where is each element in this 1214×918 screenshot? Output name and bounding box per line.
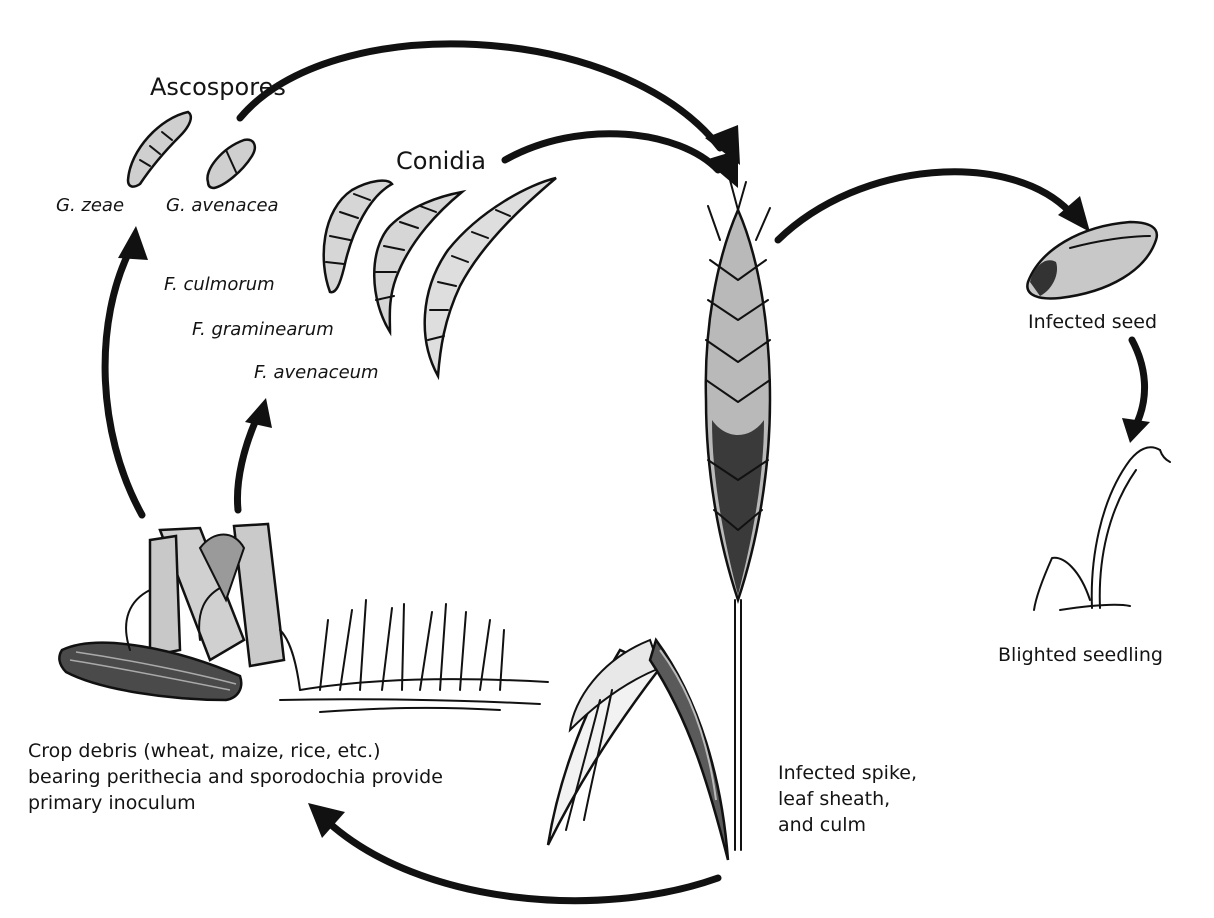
ascospore-g-zeae	[128, 112, 191, 187]
arrow-seed-to-seedling	[1122, 340, 1150, 443]
arrow-spike-to-debris	[308, 803, 718, 901]
label-crop-debris-line-2: bearing perithecia and sporodochia provi…	[28, 764, 568, 790]
label-infected-spike-line-3: and culm	[778, 812, 978, 838]
label-crop-debris: Crop debris (wheat, maize, rice, etc.) b…	[28, 738, 568, 816]
arrow-ascospores-to-spike	[240, 44, 740, 165]
arrow-debris-to-ascospores	[105, 226, 148, 515]
label-crop-debris-line-3: primary inoculum	[28, 790, 568, 816]
label-g-zeae: G. zeae	[56, 193, 124, 219]
label-infected-seed: Infected seed	[1028, 309, 1157, 335]
crop-debris-illustration	[59, 524, 548, 712]
label-ascospores: Ascospores	[150, 74, 286, 100]
ascospore-g-avenacea	[207, 140, 254, 188]
wheat-spike-illustration	[706, 180, 770, 850]
label-blighted-seedling: Blighted seedling	[998, 642, 1163, 668]
label-infected-spike: Infected spike, leaf sheath, and culm	[778, 760, 978, 838]
label-conidia: Conidia	[396, 148, 486, 174]
infected-seed-illustration	[1027, 222, 1156, 298]
blighted-seedling-illustration	[1034, 447, 1170, 610]
label-infected-spike-line-2: leaf sheath,	[778, 786, 978, 812]
label-crop-debris-line-1: Crop debris (wheat, maize, rice, etc.)	[28, 738, 568, 764]
label-infected-spike-line-1: Infected spike,	[778, 760, 978, 786]
arrow-spike-to-seed	[778, 172, 1090, 240]
arrow-conidia-to-spike	[505, 134, 738, 188]
label-f-graminearum: F. graminearum	[192, 317, 334, 343]
label-f-culmorum: F. culmorum	[164, 272, 275, 298]
infected-leaf-illustration	[548, 640, 728, 860]
label-g-avenacea: G. avenacea	[166, 193, 279, 219]
label-f-avenaceum: F. avenaceum	[254, 360, 379, 386]
arrow-debris-to-conidia	[237, 398, 272, 510]
